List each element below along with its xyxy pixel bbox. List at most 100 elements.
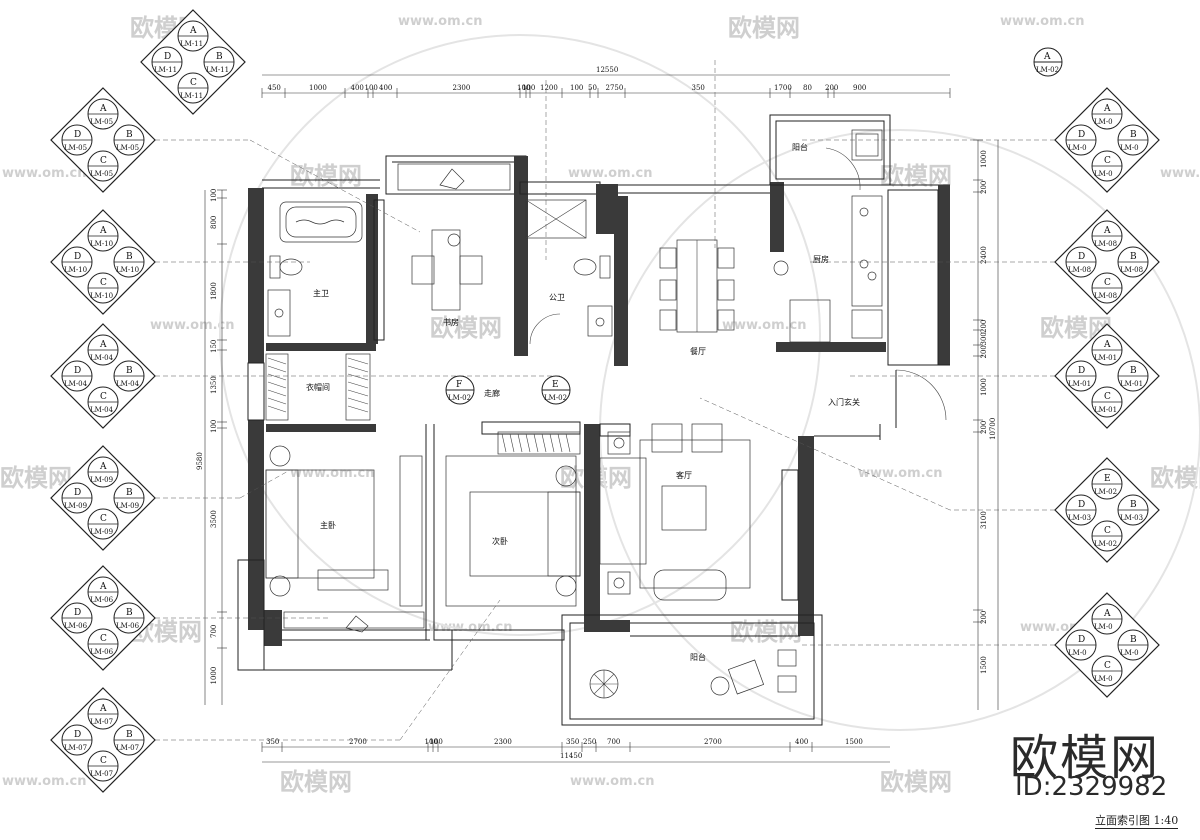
key-ref: LM-08	[1094, 292, 1117, 300]
key-letter: B	[126, 730, 133, 740]
key-letter: B	[126, 366, 133, 376]
key-ref: LM-01	[1068, 380, 1091, 388]
dimension-label: 800	[210, 216, 218, 229]
key-ref: LM-04	[116, 380, 140, 388]
dimension-label: 2700	[349, 738, 367, 746]
dimension-label: 200	[980, 320, 988, 333]
dimension-label: 1200	[540, 84, 558, 92]
watermark-brand: 欧模网	[430, 314, 502, 342]
key-ref: LM-04	[90, 406, 114, 414]
room-master-bed: 主卧	[320, 520, 336, 530]
key-ref: LM-0	[1120, 144, 1139, 152]
elevation-keys-left: ALM-11BLM-11CLM-11DLM-11ALM-05BLM-05CLM-…	[50, 9, 246, 793]
key-ref: LM-0	[1094, 623, 1113, 631]
dimension-label: 100	[210, 420, 218, 433]
tag-letter: F	[456, 380, 462, 390]
watermark-url: www.om.cn	[398, 14, 483, 29]
key-ref: LM-05	[64, 144, 87, 152]
watermark-url: www.om.cn	[2, 166, 87, 181]
key-letter: A	[99, 462, 107, 472]
key-letter: D	[74, 252, 81, 262]
key-letter: E	[1104, 474, 1111, 484]
key-ref: LM-01	[1120, 380, 1143, 388]
key-letter: C	[100, 634, 107, 644]
dimension-label: 100	[425, 738, 438, 746]
key-ref: LM-10	[90, 240, 113, 248]
tag-ref: LM-02	[1036, 66, 1059, 74]
key-letter: D	[164, 52, 171, 62]
watermark-url: www.om.cn	[858, 466, 943, 481]
dimension-label: 1000	[980, 378, 988, 396]
key-letter: B	[1130, 500, 1137, 510]
brand-logo: 欧模网	[1010, 730, 1161, 786]
dimension-label: 3100	[980, 511, 988, 529]
dimension-label: 2750	[606, 84, 624, 92]
dimension-label: 100	[522, 84, 535, 92]
key-letter: A	[99, 104, 107, 114]
dimension-label: 200	[980, 345, 988, 358]
key-ref: LM-08	[1068, 266, 1091, 274]
key-letter: D	[74, 366, 81, 376]
key-letter: A	[1103, 226, 1111, 236]
elevation-keys-right: ALM-0BLM-0CLM-0DLM-0ALM-08BLM-08CLM-08DL…	[1054, 87, 1160, 698]
watermark-brand: 欧模网	[280, 768, 352, 796]
key-ref: LM-11	[206, 66, 229, 74]
key-letter: A	[1103, 609, 1111, 619]
key-letter: D	[74, 730, 81, 740]
key-ref: LM-06	[90, 596, 114, 604]
dimension-label: 400	[795, 738, 808, 746]
dimension-label: 100	[365, 84, 378, 92]
watermark-url: www.om.cn	[150, 318, 235, 333]
room-study: 书房	[443, 317, 459, 327]
brand-id: ID:2329982	[1015, 772, 1168, 802]
watermark-circle	[219, 34, 821, 636]
key-ref: LM-06	[64, 622, 88, 630]
key-letter: A	[99, 340, 107, 350]
key-ref: LM-08	[1120, 266, 1143, 274]
dimension-label: 450	[268, 84, 281, 92]
dimension-label: 50	[588, 84, 597, 92]
dimension-label: 300	[980, 332, 988, 345]
watermark-brand: 欧模网	[290, 162, 362, 190]
key-ref: LM-03	[1120, 514, 1143, 522]
key-ref: LM-11	[180, 40, 203, 48]
key-ref: LM-02	[1094, 488, 1117, 496]
key-ref: LM-07	[64, 744, 87, 752]
dimension-label: 1000	[980, 150, 988, 168]
key-letter: B	[1130, 252, 1137, 262]
index-tag-f: F LM-02	[445, 375, 475, 405]
key-letter: B	[216, 52, 223, 62]
dimension-label: 100	[210, 189, 218, 202]
overall-top-dim: 12550	[596, 66, 618, 74]
key-letter: D	[1078, 252, 1085, 262]
key-ref: LM-09	[116, 502, 139, 510]
dimension-label: 80	[803, 84, 812, 92]
dimension-label: 1350	[210, 376, 218, 394]
dimension-label: 100	[517, 84, 530, 92]
key-ref: LM-06	[116, 622, 140, 630]
dimension-label: 3500	[210, 510, 218, 528]
furniture	[265, 129, 883, 699]
dimension-label: 200	[825, 84, 838, 92]
tag-letter: A	[1043, 52, 1051, 62]
key-letter: A	[99, 704, 107, 714]
key-letter: B	[1130, 130, 1137, 140]
room-second-bed: 次卧	[492, 536, 508, 546]
dimension-label: 200	[980, 611, 988, 624]
dimension-label: 400	[351, 84, 364, 92]
dimension-label: 350	[266, 738, 279, 746]
watermark-url: www.om.cn	[2, 774, 87, 789]
key-ref: LM-06	[90, 648, 114, 656]
key-ref: LM-11	[180, 92, 203, 100]
